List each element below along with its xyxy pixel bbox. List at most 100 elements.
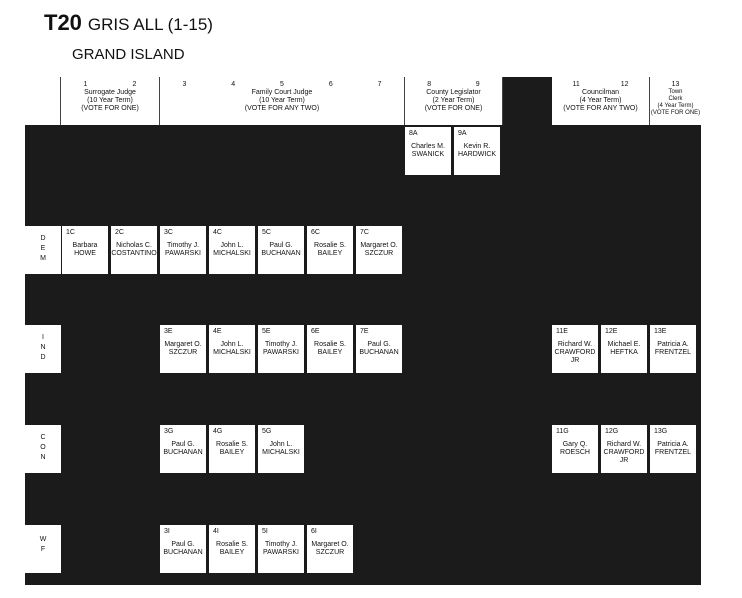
candidate-id: 12E	[605, 328, 618, 335]
candidate-id: 3E	[164, 328, 173, 335]
candidate-id: 5E	[262, 328, 271, 335]
candidate-box-7e[interactable]: 7E Paul G. BUCHANAN	[356, 325, 402, 373]
candidate-name: John L. MICHALSKI	[213, 242, 251, 257]
candidate-id: 4C	[213, 229, 222, 236]
candidate-name: Kevin R. HARDWICK	[457, 143, 497, 158]
candidate-id: 2C	[115, 229, 124, 236]
candidate-id: 3I	[164, 528, 170, 535]
ballot-code: T20 GRIS ALL (1-15)	[44, 10, 213, 36]
candidate-id: 11E	[556, 328, 568, 335]
candidate-id: 7E	[360, 328, 369, 335]
candidate-id: 13E	[654, 328, 667, 335]
candidate-name: John L. MICHALSKI	[262, 441, 300, 456]
candidate-id: 4G	[213, 428, 223, 435]
candidate-name: Timothy J. PAWARSKI	[165, 242, 201, 257]
candidate-id: 5G	[262, 428, 272, 435]
candidate-box-12e[interactable]: 12E Michael E. HEFTKA	[601, 325, 647, 373]
candidate-name: Rosalie S. BAILEY	[314, 341, 346, 356]
office-number: 6	[328, 81, 333, 88]
party-label-dem: D E M	[25, 226, 61, 274]
party-label-con: C O N	[25, 425, 61, 473]
candidate-name: Rosalie S. BAILEY	[314, 242, 346, 257]
party-label-ind: I N D	[25, 325, 61, 373]
office-title: County Legislator (2 Year Term) (VOTE FO…	[424, 89, 483, 112]
candidate-name: Paul G. BUCHANAN	[359, 341, 399, 356]
ballot-title: GRIS ALL (1-15)	[87, 15, 213, 34]
candidate-id: 1C	[66, 229, 75, 236]
candidate-id: 5I	[262, 528, 268, 535]
candidate-id: 3G	[164, 428, 174, 435]
candidate-id: 6I	[311, 528, 317, 535]
candidate-name: Richard W. CRAWFORD JR	[603, 441, 645, 464]
candidate-box-3i[interactable]: 3I Paul G. BUCHANAN	[160, 525, 206, 573]
candidate-name: Paul G. BUCHANAN	[163, 541, 203, 556]
office-number: 4	[231, 81, 236, 88]
candidate-name: Paul G. BUCHANAN	[261, 242, 301, 257]
office-number: 12	[620, 81, 629, 88]
office-number: 1	[83, 81, 88, 88]
office-title: Surrogate Judge (10 Year Term) (VOTE FOR…	[81, 89, 139, 112]
office-title: Councilman (4 Year Term) (VOTE FOR ANY T…	[563, 89, 638, 112]
candidate-box-6c[interactable]: 6C Rosalie S. BAILEY	[307, 226, 353, 274]
candidate-box-9a[interactable]: 9A Kevin R. HARDWICK	[454, 127, 500, 175]
candidate-id: 4I	[213, 528, 219, 535]
candidate-name: Patricia A. FRENTZEL	[654, 441, 692, 456]
candidate-name: Michael E. HEFTKA	[607, 341, 641, 356]
candidate-id: 6E	[311, 328, 320, 335]
office-number: 13	[671, 81, 680, 88]
candidate-name: Margaret O. SZCZUR	[311, 541, 349, 556]
candidate-id: 7C	[360, 229, 369, 236]
ballot-location: GRAND ISLAND	[72, 46, 185, 63]
office-number: 2	[132, 81, 137, 88]
ballot-code-text: T20	[44, 10, 82, 35]
candidate-box-13e[interactable]: 13E Patricia A. FRENTZEL	[650, 325, 696, 373]
candidate-id: 3C	[164, 229, 173, 236]
candidate-box-4c[interactable]: 4C John L. MICHALSKI	[209, 226, 255, 274]
candidate-name: Richard W. CRAWFORD JR	[554, 341, 596, 364]
candidate-box-4g[interactable]: 4G Rosalie S. BAILEY	[209, 425, 255, 473]
candidate-id: 4E	[213, 328, 222, 335]
candidate-name: Paul G. BUCHANAN	[163, 441, 203, 456]
office-title: Family Court Judge (10 Year Term) (VOTE …	[244, 89, 320, 112]
candidate-box-3g[interactable]: 3G Paul G. BUCHANAN	[160, 425, 206, 473]
candidate-name: Margaret O. SZCZUR	[164, 341, 202, 356]
candidate-box-13g[interactable]: 13G Patricia A. FRENTZEL	[650, 425, 696, 473]
candidate-name: Barbara HOWE	[72, 242, 98, 257]
candidate-id: 6C	[311, 229, 320, 236]
office-number: 5	[280, 81, 284, 88]
office-number: 9	[475, 81, 480, 88]
candidate-id: 8A	[409, 130, 418, 137]
candidate-box-3c[interactable]: 3C Timothy J. PAWARSKI	[160, 226, 206, 274]
candidate-box-6e[interactable]: 6E Rosalie S. BAILEY	[307, 325, 353, 373]
office-number: 3	[182, 81, 187, 88]
candidate-box-4e[interactable]: 4E John L. MICHALSKI	[209, 325, 255, 373]
office-numbers: 13	[650, 81, 701, 89]
candidate-box-3e[interactable]: 3E Margaret O. SZCZUR	[160, 325, 206, 373]
office-number: 8	[427, 81, 432, 88]
office-number: 11	[572, 81, 580, 88]
candidate-name: Rosalie S. BAILEY	[216, 441, 248, 456]
candidate-box-1c[interactable]: 1C Barbara HOWE	[62, 226, 108, 274]
candidate-box-5g[interactable]: 5G John L. MICHALSKI	[258, 425, 304, 473]
candidate-id: 9A	[458, 130, 467, 137]
candidate-id: 13G	[654, 428, 668, 435]
party-label-wf: W F	[25, 525, 61, 573]
candidate-box-6i[interactable]: 6I Margaret O. SZCZUR	[307, 525, 353, 573]
candidate-name: John L. MICHALSKI	[213, 341, 251, 356]
candidate-box-11e[interactable]: 11E Richard W. CRAWFORD JR	[552, 325, 598, 373]
candidate-name: Patricia A. FRENTZEL	[654, 341, 692, 356]
